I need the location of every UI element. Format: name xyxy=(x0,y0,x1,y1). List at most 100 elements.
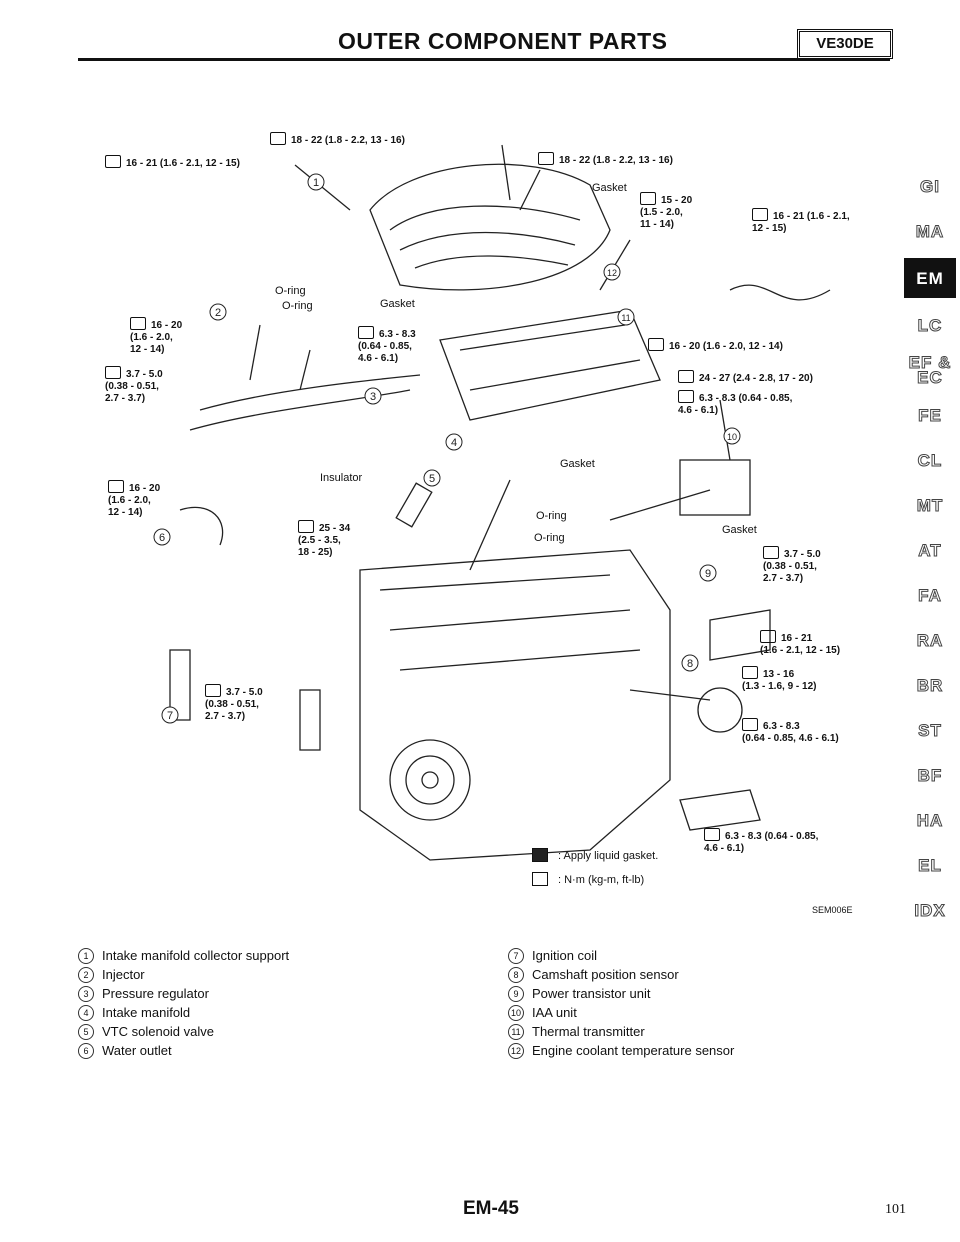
figure-code: SEM006E xyxy=(812,905,853,915)
part-number: 12 xyxy=(508,1043,524,1059)
page-title: OUTER COMPONENT PARTS xyxy=(338,28,668,54)
wrench-icon xyxy=(752,208,768,221)
part-name: Intake manifold xyxy=(102,1005,191,1020)
callout-9-text: 9 xyxy=(705,568,711,580)
torque-label: 3.7 - 5.0 (0.38 - 0.51, 2.7 - 3.7) xyxy=(205,684,263,723)
callout-12-text: 12 xyxy=(607,268,617,278)
torque-label: 18 - 22 (1.8 - 2.2, 13 - 16) xyxy=(538,152,673,167)
part-number: 9 xyxy=(508,986,524,1002)
wrench-icon xyxy=(538,152,554,165)
part-label: O-ring xyxy=(275,285,306,297)
part-list-item: 12 Engine coolant temperature sensor xyxy=(508,1041,734,1060)
part-label: Gasket xyxy=(560,458,595,470)
wrench-icon xyxy=(270,132,286,145)
section-tab-ef-ec[interactable]: EF & EC xyxy=(908,353,952,387)
section-tab-br[interactable]: BR xyxy=(916,675,944,695)
diagram-drawing: 1 2 3 4 5 6 7 8 9 10 11 12 xyxy=(153,144,831,861)
wrench-icon xyxy=(742,718,758,731)
wrench-icon xyxy=(532,872,548,886)
section-tab-ma[interactable]: MA xyxy=(915,221,945,241)
callout-7 xyxy=(161,706,179,724)
part-number: 6 xyxy=(78,1043,94,1059)
section-tab-fe[interactable]: FE xyxy=(918,405,942,425)
section-tab-st[interactable]: ST xyxy=(918,720,942,740)
callout-9 xyxy=(699,564,717,582)
callout-6 xyxy=(153,528,171,546)
torque-label: 16 - 20 (1.6 - 2.0, 12 - 14) xyxy=(108,480,160,519)
section-tab-lc[interactable]: LC xyxy=(917,315,943,335)
callout-3 xyxy=(364,387,382,405)
part-name: Ignition coil xyxy=(532,948,598,963)
callout-4-text: 4 xyxy=(451,437,457,449)
torque-label: 6.3 - 8.3 (0.64 - 0.85, 4.6 - 6.1) xyxy=(678,390,792,417)
callout-11-text: 11 xyxy=(621,313,630,323)
torque-label: 25 - 34 (2.5 - 3.5, 18 - 25) xyxy=(298,520,350,559)
section-tab-ha[interactable]: HA xyxy=(916,810,944,830)
part-number: 11 xyxy=(508,1024,524,1040)
section-tab-fa[interactable]: FA xyxy=(918,585,942,605)
part-name: Power transistor unit xyxy=(532,986,651,1001)
callout-4 xyxy=(445,433,463,451)
part-name: Camshaft position sensor xyxy=(532,967,679,982)
part-name: IAA unit xyxy=(532,1005,577,1020)
part-name: Pressure regulator xyxy=(102,986,209,1001)
page-code: EM-45 xyxy=(463,1198,519,1219)
part-label: Gasket xyxy=(380,298,415,310)
section-tab-cl[interactable]: CL xyxy=(917,450,943,470)
exploded-diagram: 1 2 3 4 5 6 7 8 9 10 11 12 18 - 22 (1.8 … xyxy=(70,90,890,920)
part-list-item: 9 Power transistor unit xyxy=(508,984,734,1003)
part-label: O-ring xyxy=(534,532,565,544)
wrench-icon xyxy=(640,192,656,205)
callout-2-text: 2 xyxy=(215,307,221,319)
diagram-legend: : Apply liquid gasket. : N·m (kg-m, ft-l… xyxy=(532,848,658,896)
section-tab-mt[interactable]: MT xyxy=(916,495,944,515)
callout-1-text: 1 xyxy=(313,177,319,189)
torque-label: 3.7 - 5.0 (0.38 - 0.51, 2.7 - 3.7) xyxy=(105,366,163,405)
callout-3-text: 3 xyxy=(370,391,376,403)
torque-label: 24 - 27 (2.4 - 2.8, 17 - 20) xyxy=(678,370,813,385)
part-name: Intake manifold collector support xyxy=(102,948,290,963)
section-tab-bf[interactable]: BF xyxy=(917,765,943,785)
section-tab-at[interactable]: AT xyxy=(918,540,942,560)
wrench-icon xyxy=(298,520,314,533)
wrench-icon xyxy=(678,390,694,403)
part-name: Water outlet xyxy=(102,1043,172,1058)
part-name: VTC solenoid valve xyxy=(102,1024,214,1039)
section-tab-gi[interactable]: GI xyxy=(920,176,940,196)
torque-label: 16 - 21 (1.6 - 2.1, 12 - 15) xyxy=(105,155,240,170)
part-number: 10 xyxy=(508,1005,524,1021)
wrench-icon xyxy=(678,370,694,383)
section-tab-el[interactable]: EL xyxy=(918,855,942,875)
callout-1 xyxy=(307,173,325,191)
wrench-icon xyxy=(763,546,779,559)
torque-label: 18 - 22 (1.8 - 2.2, 13 - 16) xyxy=(270,132,405,147)
liquid-gasket-icon xyxy=(532,848,548,862)
torque-label: 16 - 21 (1.6 - 2.1, 12 - 15) xyxy=(760,630,840,657)
callout-11 xyxy=(617,308,635,326)
callout-8-text: 8 xyxy=(687,658,693,670)
callout-10-text: 10 xyxy=(727,432,737,442)
callout-12 xyxy=(603,263,621,281)
callout-5-text: 5 xyxy=(429,473,435,485)
wrench-icon xyxy=(108,480,124,493)
section-tab-ra[interactable]: RA xyxy=(916,630,944,650)
callout-7-text: 7 xyxy=(167,710,173,722)
part-number: 2 xyxy=(78,967,94,983)
part-label: O-ring xyxy=(282,300,313,312)
header-rule xyxy=(78,58,890,61)
part-name: Engine coolant temperature sensor xyxy=(532,1043,735,1058)
part-label: O-ring xyxy=(536,510,567,522)
section-tab-em[interactable]: EM xyxy=(904,258,956,298)
section-tab-idx[interactable]: IDX xyxy=(914,900,946,920)
wrench-icon xyxy=(704,828,720,841)
wrench-icon xyxy=(742,666,758,679)
